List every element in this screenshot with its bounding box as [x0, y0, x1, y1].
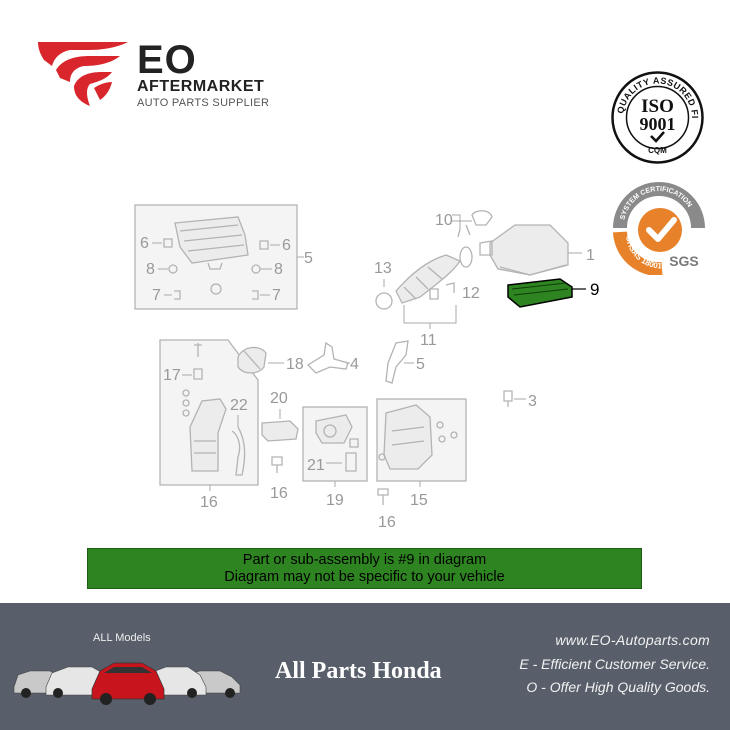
label-20: 20 [270, 390, 288, 407]
label-6-right: 6 [282, 237, 291, 254]
honda-cars-lineup-icon [13, 662, 241, 705]
brand-line-supplier: AUTO PARTS SUPPLIER [137, 97, 270, 109]
label-10: 10 [435, 212, 453, 229]
label-4: 4 [350, 356, 359, 373]
label-3: 3 [528, 393, 537, 410]
website-link[interactable]: www.EO-Autoparts.com [555, 632, 710, 648]
all-models-label: ALL Models [93, 632, 151, 644]
part-notice-banner: Part or sub-assembly is #9 in diagram Di… [87, 548, 642, 589]
label-22: 22 [230, 397, 248, 414]
label-7-left: 7 [152, 287, 161, 304]
label-13: 13 [374, 260, 392, 277]
label-6-left: 6 [140, 235, 149, 252]
banner-line-2: Diagram may not be specific to your vehi… [224, 569, 505, 585]
sgs-mark-text: SGS [669, 253, 699, 269]
iso-number-text: 9001 [640, 114, 676, 134]
eo-wing-logo-icon [38, 42, 128, 106]
label-16-left: 16 [270, 485, 288, 502]
footer-title: All Parts Honda [275, 658, 442, 684]
banner-line-1: Part or sub-assembly is #9 in diagram [242, 552, 487, 568]
iso-mark-text: CQM [648, 146, 667, 155]
label-19: 19 [326, 492, 344, 509]
brand-line-aftermarket: AFTERMARKET [137, 78, 265, 95]
label-5: 5 [416, 356, 425, 373]
label-14: 16 [200, 494, 218, 511]
label-15: 15 [410, 492, 428, 509]
sgs-ohsas-seal-icon: SYSTEM CERTIFICATION OHSAS 18001 SGS [613, 182, 705, 275]
label-16-right: 16 [378, 514, 396, 531]
label-7-right: 7 [272, 287, 281, 304]
label-9: 9 [590, 280, 599, 299]
label-11: 11 [420, 332, 437, 349]
label-8-left: 8 [146, 261, 155, 278]
label-2: 5 [304, 250, 313, 267]
label-21: 21 [307, 457, 325, 474]
iso-9001-seal-icon: QUALITY ASSURED FIRM ISO 9001 CQM [610, 70, 704, 164]
tagline-efficient: E - Efficient Customer Service. [519, 656, 710, 672]
air-filter-element-part-9 [507, 278, 573, 308]
label-17: 17 [163, 367, 181, 384]
iso-main-text: ISO [641, 96, 674, 117]
brand-name: EO [137, 38, 197, 82]
label-12: 12 [462, 285, 480, 302]
tagline-quality: O - Offer High Quality Goods. [526, 679, 710, 695]
label-8-right: 8 [274, 261, 283, 278]
label-18: 18 [286, 356, 304, 373]
label-1: 1 [586, 247, 595, 264]
parts-exploded-diagram: 6 8 7 6 8 7 5 10 1 9 13 11 12 17 22 16 [134, 204, 599, 531]
